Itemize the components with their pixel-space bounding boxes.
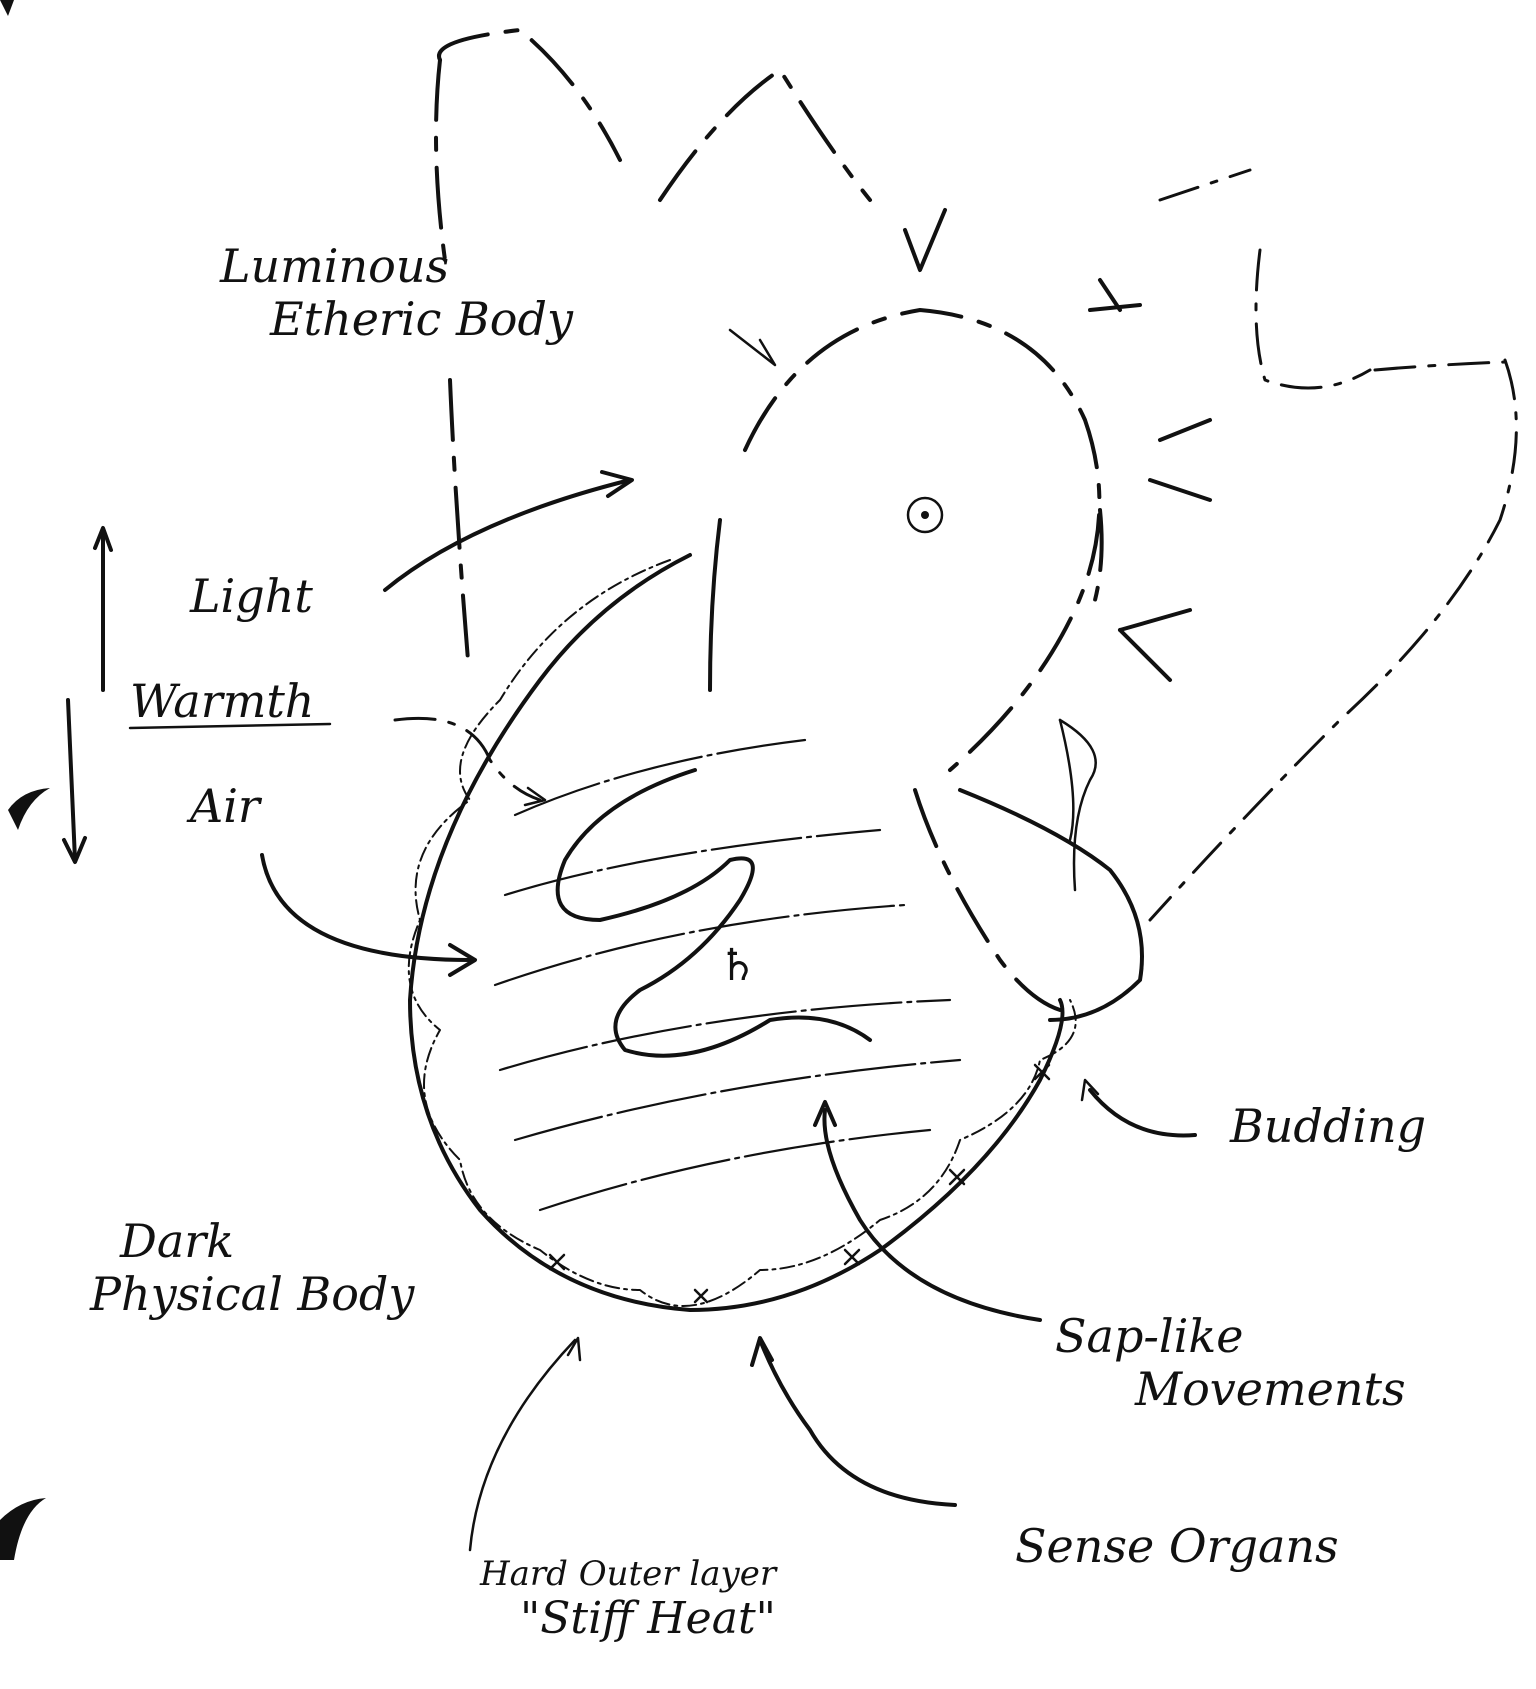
label-warmth-text: Warmth xyxy=(130,675,314,728)
label-budding-text: Budding xyxy=(1230,1100,1426,1153)
label-hard-outer-layer: Hard Outer layer "Stiff Heat" xyxy=(480,1555,776,1645)
label-hard-line2: "Stiff Heat" xyxy=(520,1594,776,1645)
label-light: Light xyxy=(190,570,313,623)
eye xyxy=(908,498,942,532)
label-sap-like-movements: Sap-like Movements xyxy=(1055,1310,1406,1416)
label-sap-line2: Movements xyxy=(1135,1363,1406,1416)
scan-mark-bottom xyxy=(0,1498,46,1560)
head-outline xyxy=(710,310,1102,770)
label-dark-physical-body: Dark Physical Body xyxy=(90,1215,414,1321)
rays xyxy=(730,210,1210,680)
label-dark-line1: Dark xyxy=(120,1215,414,1268)
label-luminous-line1: Luminous xyxy=(220,240,573,293)
etheric-aura xyxy=(436,30,1516,920)
scan-mark-top xyxy=(0,0,14,16)
label-budding: Budding xyxy=(1230,1100,1426,1153)
label-sense-organs: Sense Organs xyxy=(1015,1520,1339,1573)
label-air: Air xyxy=(190,780,260,833)
label-warmth: Warmth xyxy=(130,675,314,728)
label-air-text: Air xyxy=(190,780,260,833)
label-light-text: Light xyxy=(190,570,313,623)
label-luminous-line2: Etheric Body xyxy=(270,293,573,346)
label-sap-line1: Sap-like xyxy=(1055,1310,1406,1363)
arrows xyxy=(64,472,1195,1550)
center-symbol: ♄ xyxy=(718,940,757,991)
label-luminous-etheric-body: Luminous Etheric Body xyxy=(220,240,573,346)
scan-mark-mid xyxy=(8,788,50,830)
body-tail xyxy=(915,720,1142,1020)
label-sense-organs-text: Sense Organs xyxy=(1015,1520,1339,1573)
label-dark-line2: Physical Body xyxy=(90,1268,414,1321)
physical-body xyxy=(409,555,1076,1310)
label-hard-line1: Hard Outer layer xyxy=(480,1555,776,1594)
